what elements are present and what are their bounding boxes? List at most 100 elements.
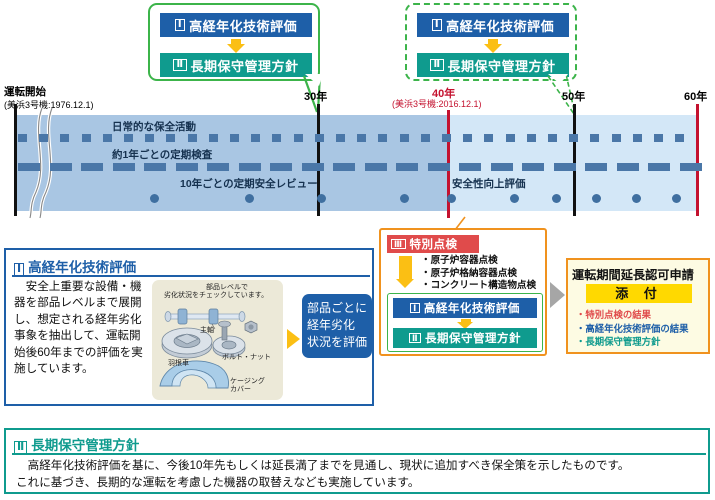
tick-label-60: 60年: [684, 91, 708, 103]
daily-maintenance-mark: [18, 134, 27, 142]
annual-inspection-mark: [49, 163, 72, 171]
callout-30-tail: [302, 73, 323, 113]
roman-numeral-two: Ⅱ: [430, 58, 444, 72]
daily-maintenance-mark: [293, 134, 303, 142]
annual-inspection-mark: [81, 163, 103, 171]
section-two-divider: [12, 453, 706, 455]
daily-maintenance-mark: [484, 134, 494, 142]
down-arrow-icon: [226, 39, 246, 53]
psr-dot: [672, 194, 681, 203]
psr-dot: [317, 194, 326, 203]
daily-maintenance-mark: [336, 134, 345, 142]
down-arrow-icon: [395, 256, 417, 290]
annual-inspection-mark: [648, 163, 670, 171]
row-label-daily-maintenance: 日常的な保全活動: [112, 121, 196, 133]
annual-inspection-mark: [616, 163, 639, 171]
daily-maintenance-mark: [505, 134, 515, 142]
tick-label-50: 50年: [562, 91, 586, 103]
psr-dot: [552, 194, 561, 203]
daily-maintenance-mark: [187, 134, 197, 142]
application-item-special-inspection: ・特別点検の結果: [576, 309, 652, 320]
daily-maintenance-mark: [314, 134, 324, 142]
tick-sublabel-40: (美浜3号機:2016.12.1): [392, 99, 482, 109]
daily-maintenance-mark: [463, 134, 473, 142]
daily-maintenance-mark: [378, 134, 388, 142]
daily-maintenance-mark: [420, 134, 430, 142]
row-label-periodic-safety-review: 10年ごとの定期安全レビュー: [180, 178, 318, 190]
part-label-impeller: 羽根車: [168, 360, 189, 367]
daily-maintenance-mark: [526, 134, 536, 142]
application-item-tech-eval: ・高経年化技術評価の結果: [576, 322, 689, 334]
annual-inspection-mark: [18, 163, 40, 171]
start-label-line2: (美浜3号機:1976.12.1): [4, 99, 94, 110]
pump-parts-drawing: [159, 308, 258, 389]
section-two-body-line1: 高経年化技術評価を基に、今後10年先もしくは延長満了までを見通し、現状に追加すべ…: [16, 459, 630, 472]
daily-maintenance-mark: [208, 134, 218, 142]
annual-inspection-mark: [333, 163, 355, 171]
psr-dot: [510, 194, 519, 203]
daily-maintenance-mark: [632, 134, 642, 142]
annual-inspection-mark: [207, 163, 229, 171]
daily-maintenance-mark: [357, 134, 367, 142]
section-two-body: 高経年化技術評価を基に、今後10年先もしくは延長満了までを見通し、現状に追加すべ…: [16, 457, 704, 492]
daily-maintenance-mark: [166, 134, 176, 142]
timeline-tick-60: [696, 104, 699, 216]
pump-parts-illustration: 部品レベルで 劣化状況をチェックしています。: [152, 280, 283, 400]
part-label-bolt-nut: ボルト・ナット: [222, 354, 271, 361]
bullet-item: ・原子炉格納容器点検: [421, 267, 517, 279]
row-label-annual-inspection: 約1年ごとの定期検査: [112, 149, 213, 161]
annual-inspection-mark: [175, 163, 198, 171]
daily-maintenance-mark: [569, 134, 579, 142]
roman-numeral-one: Ⅰ: [174, 18, 186, 32]
daily-maintenance-mark: [654, 134, 663, 142]
gray-arrow-icon: [550, 282, 565, 308]
psr-dot: [400, 194, 409, 203]
daily-maintenance-mark: [102, 134, 112, 142]
result-line-1: 部品ごとに: [307, 301, 368, 315]
annual-inspection-mark: [522, 163, 544, 171]
psr-dot: [447, 194, 456, 203]
section-one-divider: [12, 275, 370, 277]
result-line-3: 状況を評価: [307, 335, 368, 350]
special-inspection-bullets: ・原子炉容器点検 ・原子炉格納容器点検 ・コンクリート構造物点検: [421, 255, 536, 293]
illustration-caption: 部品レベルで 劣化状況をチェックしています。: [164, 284, 269, 300]
bullet-item: ・原子炉容器点検: [421, 255, 498, 266]
part-label-casing-cover: ケージング カバー: [230, 378, 265, 393]
psr-dot: [150, 194, 159, 203]
daily-maintenance-mark: [675, 134, 685, 142]
annual-inspection-mark: [679, 163, 702, 171]
daily-maintenance-mark: [442, 134, 451, 142]
annual-inspection-mark: [553, 163, 576, 171]
daily-maintenance-mark: [611, 134, 621, 142]
timeline-tick-30: [317, 104, 320, 216]
annual-inspection-mark: [301, 163, 324, 171]
annual-inspection-mark: [427, 163, 450, 171]
tick-label-40: 40年: [432, 88, 456, 100]
roman-numeral-two: Ⅱ: [173, 58, 187, 72]
annual-inspection-mark: [270, 163, 292, 171]
daily-maintenance-mark: [548, 134, 557, 142]
annual-inspection-mark: [112, 163, 135, 171]
section-one-body: 安全上重要な設備・機器を部品レベルまで展開し、想定される経年劣化事象を抽出して、…: [14, 280, 143, 376]
attachment-label: 添 付: [586, 284, 692, 303]
timeline-tick-50: [573, 104, 576, 216]
daily-maintenance-mark: [145, 134, 155, 142]
daily-maintenance-mark: [272, 134, 282, 142]
annual-inspection-mark: [396, 163, 418, 171]
daily-maintenance-mark: [60, 134, 70, 142]
psr-dot: [632, 194, 641, 203]
bullet-item: ・コンクリート構造物点検: [421, 280, 537, 292]
annual-inspection-mark: [144, 163, 166, 171]
annual-inspection-mark: [490, 163, 513, 171]
start-label-line1: 運転開始: [4, 86, 46, 98]
